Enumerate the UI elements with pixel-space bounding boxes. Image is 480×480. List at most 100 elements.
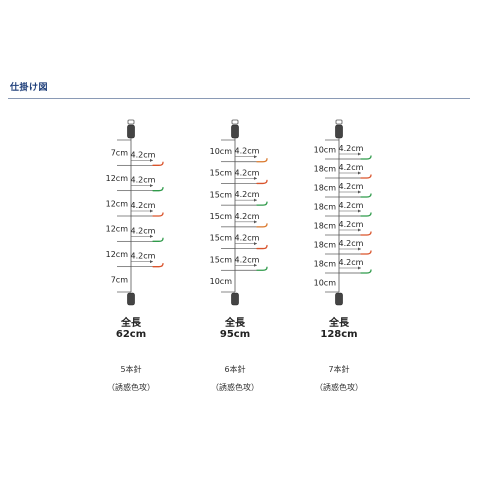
branch-length-label: 4.2cm <box>339 239 364 248</box>
segment-length-label: 12cm <box>106 174 129 183</box>
segment-length-label: 18cm <box>314 260 337 269</box>
segment-length-label: 18cm <box>314 203 337 212</box>
segment-length-label: 15cm <box>210 255 233 264</box>
hook-green-icon <box>360 212 372 217</box>
branch-length-label: 4.2cm <box>339 163 364 172</box>
branch-arrow <box>150 260 153 264</box>
diagram-title: 仕掛け図 <box>10 83 49 93</box>
segment-length-label: 18cm <box>314 241 337 250</box>
hook-red-icon <box>152 212 164 217</box>
total-length-heading: 全長 <box>225 318 245 329</box>
top-swivel <box>335 124 343 139</box>
color-note-label: （誘惑色攻） <box>107 383 155 392</box>
hook-red-icon <box>360 174 372 179</box>
hook-red-icon <box>256 179 268 185</box>
branch-arrow <box>150 234 153 238</box>
hook-green-icon <box>256 201 268 206</box>
hook-green-icon <box>360 269 372 274</box>
top-swivel <box>231 124 239 139</box>
branch-arrow <box>358 209 361 213</box>
hook-green-icon <box>152 237 164 242</box>
segment-length-label: 10cm <box>314 146 337 155</box>
segment-length-label: 15cm <box>210 234 233 243</box>
branch-length-label: 4.2cm <box>235 234 260 243</box>
hook-red-icon <box>152 161 164 166</box>
top-swivel-ring <box>231 119 239 125</box>
hook-green-icon <box>360 155 372 160</box>
segment-length-label: 10cm <box>210 277 233 286</box>
branch-length-label: 4.2cm <box>131 150 156 159</box>
bottom-snap-swivel <box>127 292 135 306</box>
branch-arrow <box>358 228 361 232</box>
hook-red-icon <box>360 231 372 236</box>
branch-arrow <box>254 155 257 159</box>
branch-arrow <box>150 209 153 213</box>
branch-arrow <box>150 158 153 162</box>
segment-length-label: 10cm <box>314 279 337 288</box>
top-swivel-ring <box>335 119 343 125</box>
branch-length-label: 4.2cm <box>235 168 260 177</box>
segment-length-label: 15cm <box>210 190 233 199</box>
hook-orange-icon <box>256 158 268 163</box>
segment-length-label: 7cm <box>111 149 128 158</box>
total-length-value: 95cm <box>219 329 251 340</box>
branch-arrow <box>358 266 361 270</box>
header-divider <box>8 98 470 99</box>
branch-length-label: 4.2cm <box>131 252 156 261</box>
branch-arrow <box>150 184 153 188</box>
branch-length-label: 4.2cm <box>235 190 260 199</box>
segment-length-label: 7cm <box>111 275 128 284</box>
branch-length-label: 4.2cm <box>235 212 260 221</box>
branch-arrow <box>254 198 257 202</box>
hook-count-label: 7本針 <box>328 365 350 374</box>
segment-length-label: 10cm <box>210 147 233 156</box>
color-note-label: （誘惑色攻） <box>315 383 363 392</box>
branch-length-label: 4.2cm <box>235 147 260 156</box>
branch-arrow <box>358 247 361 251</box>
hook-green-icon <box>360 193 372 198</box>
branch-length-label: 4.2cm <box>235 255 260 264</box>
branch-length-label: 4.2cm <box>339 258 364 267</box>
segment-length-label: 18cm <box>314 222 337 231</box>
hook-red-icon <box>152 263 164 268</box>
branch-arrow <box>358 190 361 194</box>
hook-red-icon <box>360 250 372 255</box>
bottom-snap-swivel <box>231 292 239 306</box>
segment-length-label: 18cm <box>314 184 337 193</box>
color-note-label: （誘惑色攻） <box>211 383 259 392</box>
branch-length-label: 4.2cm <box>131 201 156 210</box>
branch-length-label: 4.2cm <box>131 176 156 185</box>
hook-count-label: 5本針 <box>120 365 142 374</box>
branch-arrow <box>358 152 361 156</box>
branch-arrow <box>254 242 257 246</box>
branch-length-label: 4.2cm <box>339 144 364 153</box>
branch-arrow <box>254 176 257 180</box>
branch-arrow <box>254 220 257 224</box>
bottom-snap-swivel <box>335 292 343 306</box>
segment-length-label: 12cm <box>106 225 129 234</box>
branch-arrow <box>254 263 257 267</box>
total-length-heading: 全長 <box>329 318 349 329</box>
segment-length-label: 15cm <box>210 169 233 178</box>
hook-count-label: 6本針 <box>224 365 246 374</box>
hook-green-icon <box>256 266 268 271</box>
total-length-value: 62cm <box>115 329 147 340</box>
hook-green-icon <box>152 187 164 192</box>
branch-arrow <box>358 171 361 175</box>
segment-length-label: 12cm <box>106 250 129 259</box>
branch-length-label: 4.2cm <box>339 182 364 191</box>
branch-length-label: 4.2cm <box>339 201 364 210</box>
segment-length-label: 12cm <box>106 199 129 208</box>
hook-red-icon <box>256 244 268 250</box>
total-length-heading: 全長 <box>121 318 141 329</box>
segment-length-label: 18cm <box>314 165 337 174</box>
total-length-value: 128cm <box>320 329 358 340</box>
hook-orange-icon <box>256 223 268 228</box>
branch-length-label: 4.2cm <box>131 226 156 235</box>
branch-length-label: 4.2cm <box>339 220 364 229</box>
top-swivel-ring <box>127 119 135 125</box>
